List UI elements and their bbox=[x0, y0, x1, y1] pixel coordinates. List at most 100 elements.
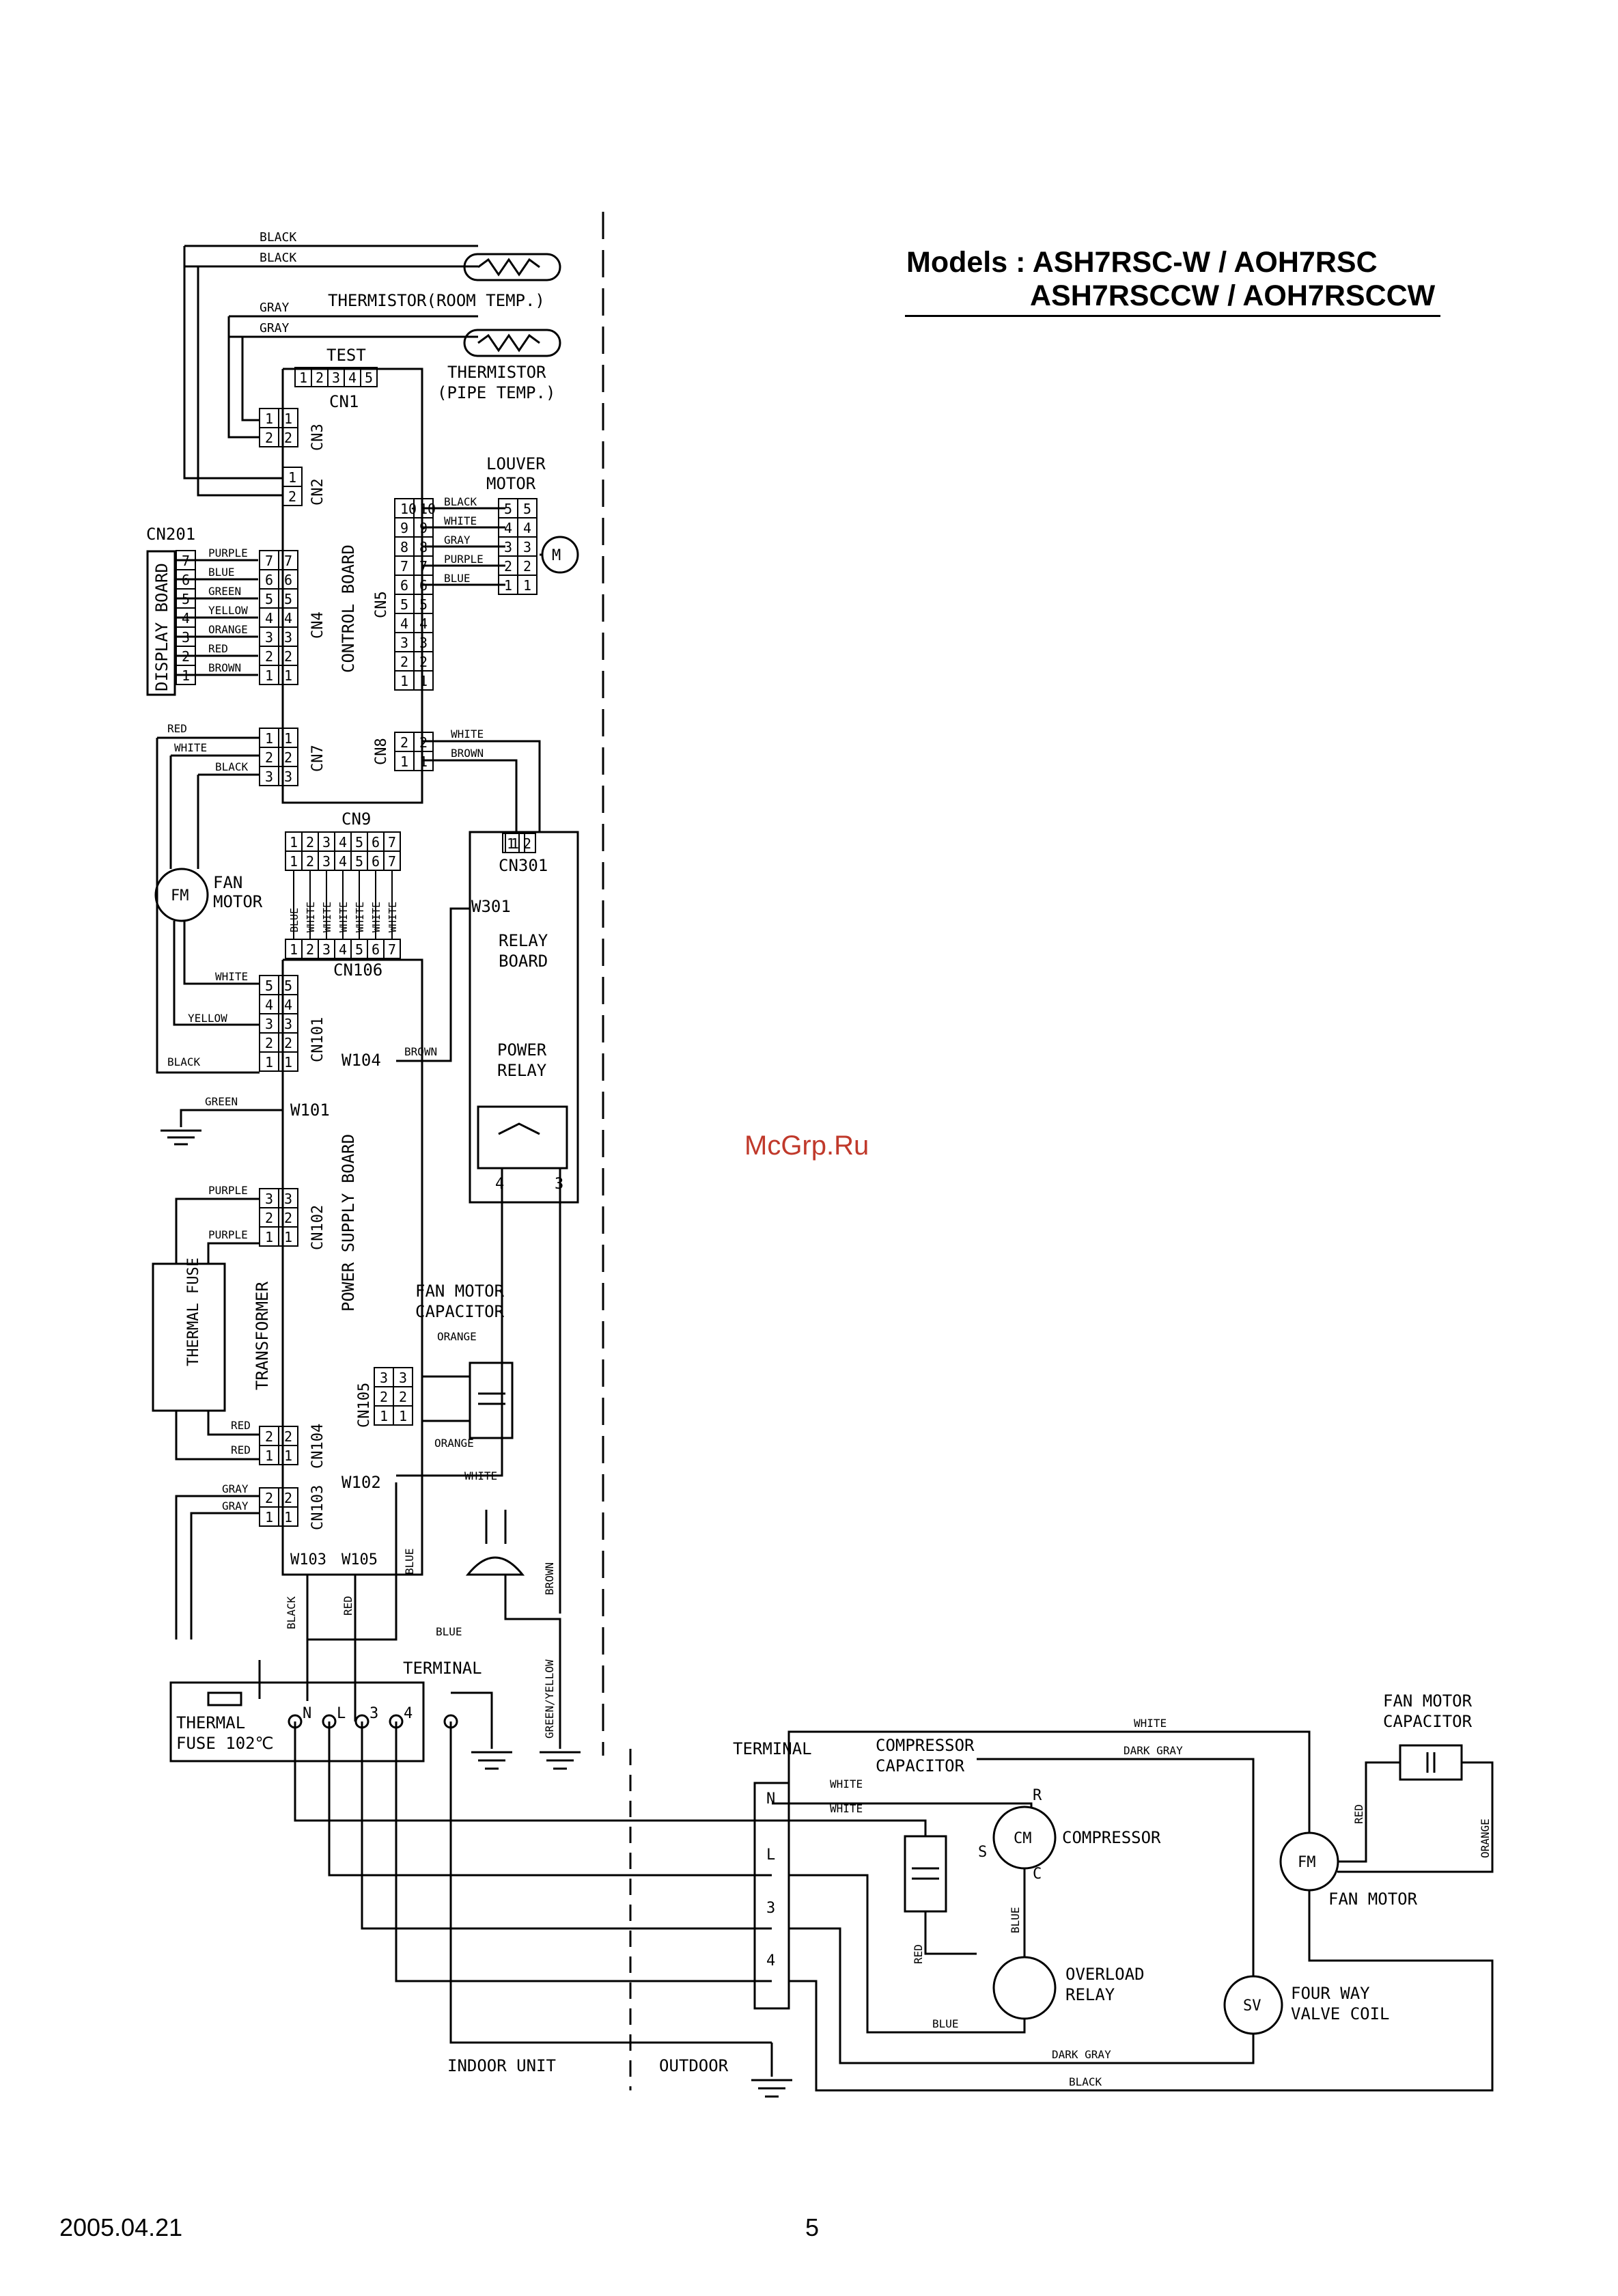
wire-label-purple-2: PURPLE bbox=[208, 1228, 248, 1241]
thermistor-pipe-body bbox=[463, 329, 561, 357]
wire-l-blue bbox=[789, 1874, 1026, 2034]
cn105-2-1-pin: 2 bbox=[399, 1389, 407, 1405]
cn7-1-0-pin: 1 bbox=[265, 730, 273, 747]
louver-3-0-pin: 3 bbox=[504, 539, 512, 555]
wire-room-loop bbox=[183, 246, 283, 480]
label-c: C bbox=[1033, 1866, 1042, 1883]
louver-4-1-pin: 4 bbox=[523, 520, 531, 536]
wire-n-white-2 bbox=[772, 1819, 927, 1836]
cn5-6-0-pin: 6 bbox=[400, 577, 408, 594]
footer-page-number: 5 bbox=[805, 2213, 820, 2241]
cn104-1-1-pin: 1 bbox=[284, 1448, 292, 1464]
cn103-1-0-pin: 1 bbox=[265, 1509, 273, 1525]
cn102-3-0-pin: 3 bbox=[265, 1191, 273, 1207]
label-control-board: CONTROL BOARD bbox=[339, 544, 358, 673]
label-w101: W101 bbox=[290, 1101, 330, 1120]
indoor-terminal-block bbox=[169, 1681, 425, 1762]
cn4-1-1-pin: 1 bbox=[284, 667, 292, 684]
cn101-2-1-pin: 2 bbox=[284, 1035, 292, 1051]
power-relay-contact bbox=[498, 1122, 540, 1135]
cn9-bot-6-pin: 6 bbox=[372, 853, 380, 870]
label-cn3: CN3 bbox=[309, 424, 326, 451]
wire-label-disp-yellow: YELLOW bbox=[208, 604, 248, 617]
label-four-way-2: VALVE COIL bbox=[1291, 2004, 1390, 2023]
label-out-n: N bbox=[766, 1790, 775, 1808]
cn5-5-1-pin: 5 bbox=[419, 596, 428, 613]
cn5-9-0-pin: 9 bbox=[400, 520, 408, 536]
cn1-5-pin: 5 bbox=[365, 370, 373, 386]
label-power-supply-board: POWER SUPPLY BOARD bbox=[339, 1134, 358, 1312]
cn201-1-0-box bbox=[176, 665, 196, 685]
cn8-1-0-pin: 1 bbox=[400, 753, 408, 770]
wire-fm-red-down bbox=[156, 738, 260, 1074]
cn9-top-2-pin: 2 bbox=[306, 834, 314, 850]
wire-label-fm-red: RED bbox=[167, 722, 187, 735]
label-w301: W301 bbox=[471, 897, 511, 916]
label-comp-cap-1: COMPRESSOR bbox=[876, 1736, 975, 1755]
label-cm: CM bbox=[1014, 1830, 1032, 1847]
wire-4-link bbox=[395, 1721, 772, 1982]
label-out-3: 3 bbox=[766, 1900, 775, 1917]
label-power-relay-1: POWER bbox=[497, 1040, 547, 1060]
louver-1-1-pin: 1 bbox=[523, 577, 531, 594]
cn5-8-1-pin: 8 bbox=[419, 539, 428, 555]
wire-label-white-w102: WHITE bbox=[464, 1469, 497, 1482]
plug-symbol bbox=[465, 1556, 525, 1576]
wire-label-comp-red-v: RED bbox=[912, 1944, 925, 1964]
cn4-3-0-pin: 3 bbox=[265, 629, 273, 646]
thermistor-room-zigzag bbox=[477, 258, 540, 277]
label-w103: W103 bbox=[290, 1551, 326, 1568]
wire-cn8-white bbox=[422, 740, 541, 832]
wire-n-white bbox=[772, 1802, 1033, 1807]
label-terminal-in: TERMINAL bbox=[403, 1659, 482, 1678]
wire-room-loop-2 bbox=[197, 266, 283, 497]
louver-3-1-pin: 3 bbox=[523, 539, 531, 555]
cn3-1-1-pin: 1 bbox=[284, 411, 292, 427]
cn201-5-0-pin: 5 bbox=[182, 591, 190, 607]
wire-label-w104-brown: BROWN bbox=[404, 1045, 437, 1058]
label-m: M bbox=[552, 547, 561, 564]
cn5-7-0-pin: 7 bbox=[400, 558, 408, 575]
cn4-1-1-box bbox=[278, 665, 298, 685]
label-overload-2: RELAY bbox=[1065, 1985, 1115, 2004]
wire-label-gray-2: GRAY bbox=[260, 321, 290, 335]
wire-label-red-2: RED bbox=[231, 1443, 251, 1456]
cn4-3-1-pin: 3 bbox=[284, 629, 292, 646]
label-w102: W102 bbox=[341, 1473, 381, 1492]
cn3-2-1-pin: 2 bbox=[284, 430, 292, 446]
wire-3-dark-gray bbox=[789, 1927, 1255, 2064]
wire-label-dark-gray-top: DARK GRAY bbox=[1124, 1744, 1183, 1757]
wire-label-louver-gray: GRAY bbox=[444, 534, 471, 547]
wire-label-louver-blue: BLUE bbox=[444, 572, 471, 585]
cn9-top-1-pin: 1 bbox=[290, 834, 298, 850]
wire-label-fm-white-2: WHITE bbox=[215, 970, 248, 983]
wire-label-green: GREEN bbox=[205, 1095, 238, 1108]
label-fan-1: FAN bbox=[213, 873, 242, 892]
wire-label-orange-2: ORANGE bbox=[434, 1437, 474, 1450]
wire-label-louver-black: BLACK bbox=[444, 495, 477, 508]
cn9-top-7-pin: 7 bbox=[388, 834, 396, 850]
label-term-3: 3 bbox=[369, 1705, 378, 1722]
label-cn101: CN101 bbox=[309, 1017, 326, 1062]
cn106-7-pin: 7 bbox=[388, 941, 396, 958]
cn4-7-0-pin: 7 bbox=[265, 553, 273, 569]
cn101-1-1-box bbox=[278, 1051, 298, 1072]
cn105-1-1-box bbox=[393, 1405, 413, 1426]
wire-transformer-purple-2 bbox=[207, 1242, 260, 1264]
louver-1-1-box bbox=[517, 575, 538, 595]
label-relay-pin3: 3 bbox=[555, 1176, 563, 1193]
wire-label-black-bottom: BLACK bbox=[1069, 2075, 1102, 2088]
label-s: S bbox=[978, 1844, 987, 1861]
cn102-2-0-pin: 2 bbox=[265, 1210, 273, 1226]
footer-date: 2005.04.21 bbox=[59, 2213, 183, 2241]
cn101-1-1-pin: 1 bbox=[284, 1054, 292, 1070]
cn5-4-1-pin: 4 bbox=[419, 616, 428, 632]
wire-transformer-red-2 bbox=[207, 1411, 260, 1436]
wire-dark-gray-top bbox=[977, 1758, 1255, 1976]
cn8-2-1-pin: 2 bbox=[419, 734, 428, 751]
cn7-3-1-box bbox=[278, 766, 298, 786]
cn4-6-0-pin: 6 bbox=[265, 572, 273, 588]
cn201-3-0-pin: 3 bbox=[182, 629, 190, 646]
cn102-1-1-pin: 1 bbox=[284, 1229, 292, 1245]
